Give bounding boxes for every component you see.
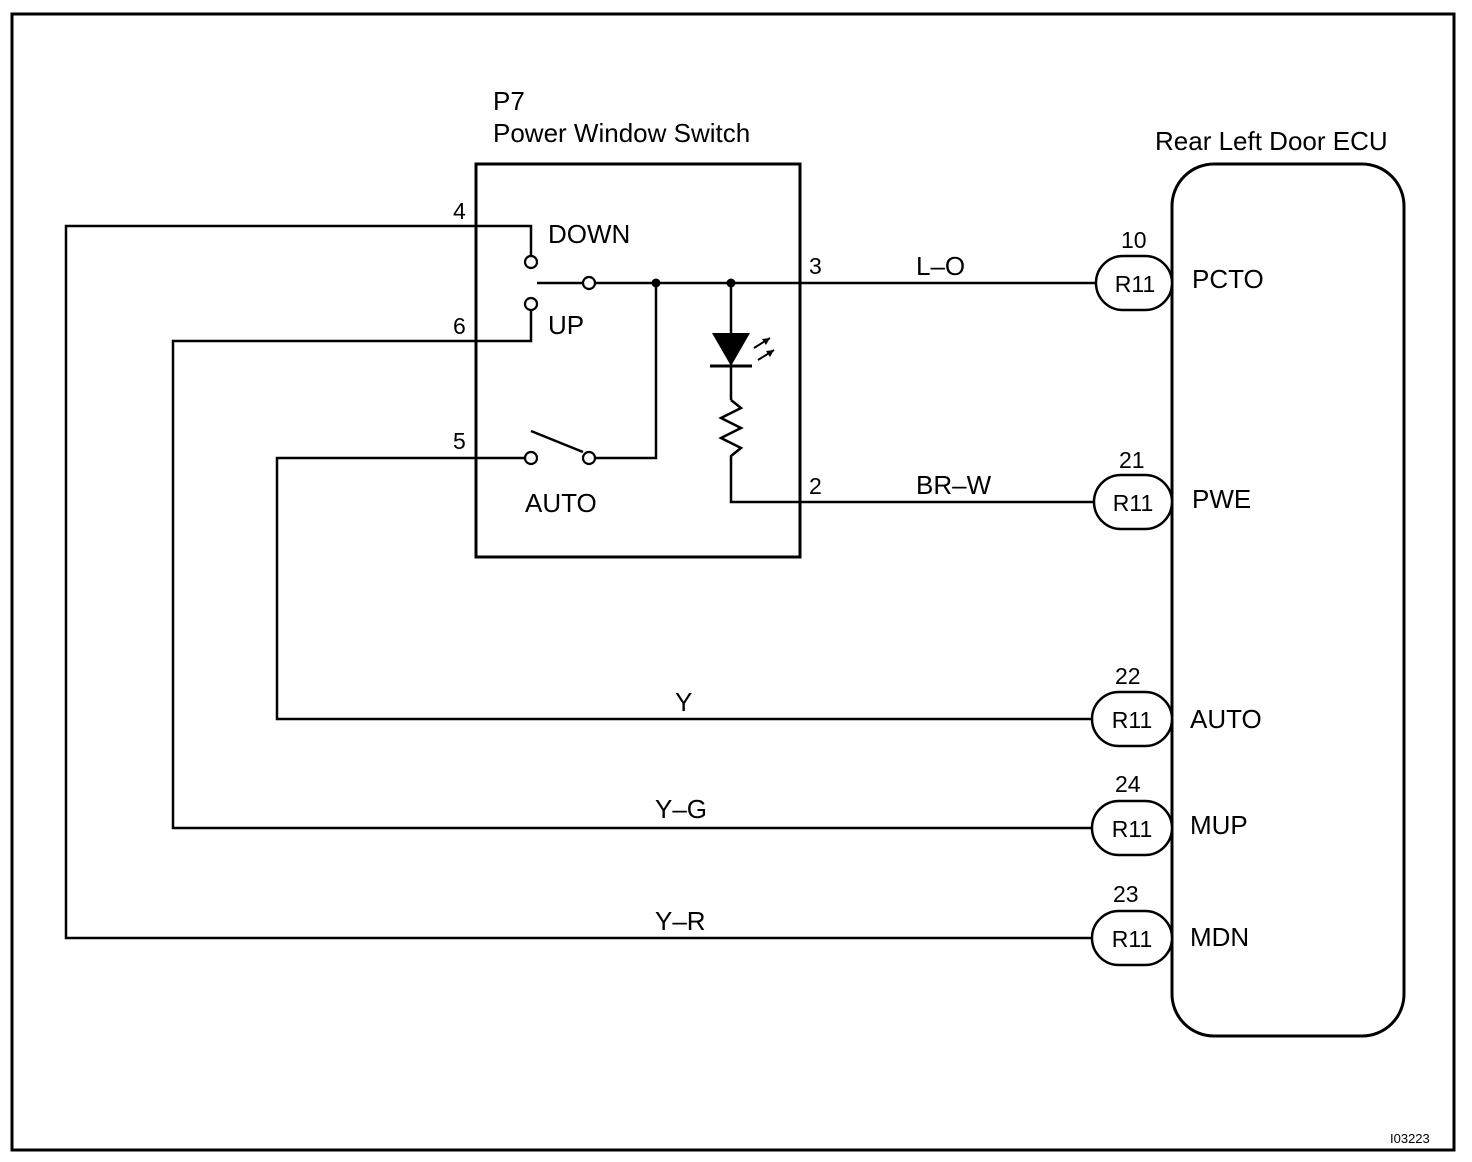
down-up-switch (476, 224, 800, 343)
switch-title: Power Window Switch (493, 118, 750, 148)
terminal-pin-mdn: 23 (1113, 881, 1139, 907)
terminal-name-auto: AUTO (1190, 704, 1262, 734)
pin-3-label: 3 (809, 253, 822, 279)
connector-r11-mup (1090, 799, 1174, 857)
outer-frame (10, 12, 1456, 1152)
auto-contact-label: AUTO (525, 488, 597, 518)
connector-r11-auto (1090, 690, 1174, 748)
wire-label-br-w: BR–W (916, 470, 992, 500)
pin-5-label: 5 (453, 428, 466, 454)
pin-4-label: 4 (453, 198, 466, 224)
pin-2-label: 2 (809, 473, 822, 499)
ecu-title: Rear Left Door ECU (1155, 126, 1388, 156)
down-contact-label: DOWN (548, 219, 630, 249)
terminal-pin-pwe: 21 (1119, 447, 1145, 473)
figure-code: I03223 (1390, 1131, 1430, 1146)
connector-label-mup: R11 (1112, 816, 1153, 842)
connector-r11-pcto (1094, 254, 1174, 312)
connector-label-pwe: R11 (1113, 490, 1154, 516)
wire-label-l-o: L–O (916, 251, 965, 281)
connector-r11-mdn (1090, 909, 1174, 967)
switch-connector-id: P7 (493, 86, 525, 116)
terminal-name-pwe: PWE (1192, 484, 1251, 514)
connector-r11-pwe (1092, 473, 1174, 531)
terminal-name-mup: MUP (1190, 810, 1248, 840)
up-contact-label: UP (548, 310, 584, 340)
terminal-pin-auto: 22 (1115, 663, 1141, 689)
pin-6-label: 6 (453, 313, 466, 339)
wire-y-g (171, 339, 1092, 830)
terminal-pin-mup: 24 (1115, 771, 1141, 797)
ecu-box (1170, 162, 1406, 1038)
terminal-name-pcto: PCTO (1192, 264, 1264, 294)
wire-label-y: Y (675, 687, 692, 717)
led-indicator (710, 283, 775, 400)
wire-y-r (64, 224, 1092, 940)
wire-y (275, 456, 1092, 721)
power-window-switch-box (474, 162, 802, 559)
auto-switch (476, 283, 658, 466)
wire-label-y-g: Y–G (655, 794, 707, 824)
wire-label-y-r: Y–R (655, 906, 706, 936)
connector-label-pcto: R11 (1115, 271, 1156, 297)
connector-label-mdn: R11 (1112, 926, 1153, 952)
terminal-pin-pcto: 10 (1121, 227, 1147, 253)
terminal-name-mdn: MDN (1190, 922, 1249, 952)
resistor (718, 399, 800, 504)
connector-label-auto: R11 (1112, 707, 1153, 733)
